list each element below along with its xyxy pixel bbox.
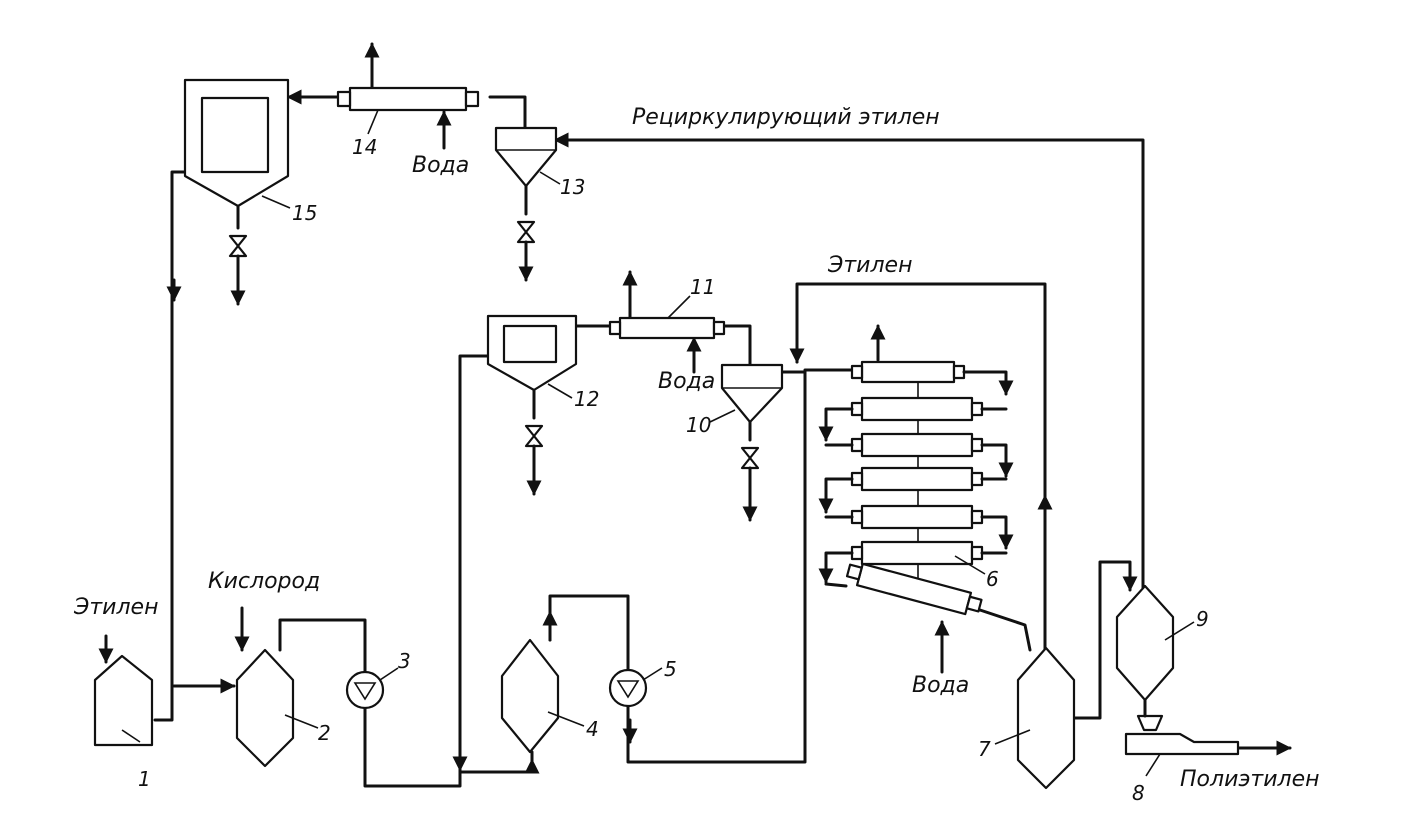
reactor-tube	[850, 396, 984, 422]
leader-7	[994, 729, 1031, 745]
cooler-14-flange	[464, 90, 480, 108]
leader-4	[547, 711, 585, 727]
separator-9	[1115, 584, 1175, 702]
label-polyethylene: Полиэтилен	[1180, 767, 1320, 792]
leader-8	[1145, 753, 1161, 777]
compressor-5	[608, 668, 648, 708]
mixer-4	[500, 638, 560, 754]
cyclone-10	[720, 363, 784, 424]
extruder-8	[1124, 732, 1240, 756]
u-bend	[824, 582, 848, 588]
pipe-2-to-3	[278, 618, 367, 674]
feed-arrows	[98, 42, 950, 674]
ethylene-line-7-to-10	[795, 282, 1047, 652]
compressor-3-symbol	[353, 682, 377, 701]
reactor-6	[818, 360, 1014, 616]
pipelines	[153, 89, 1292, 788]
u-bend	[980, 443, 1014, 478]
number-12: 12	[574, 387, 599, 411]
leader-6	[954, 555, 986, 575]
number-4: 4	[586, 717, 599, 741]
cooler-11-flange	[712, 320, 726, 336]
cooler-11	[618, 316, 716, 340]
leader-13	[539, 171, 561, 185]
leader-9	[1164, 621, 1195, 641]
leader-3	[379, 667, 399, 681]
leader-2	[284, 714, 319, 729]
receiver-15-window	[200, 96, 270, 174]
label-water-6: Вода	[912, 673, 969, 698]
label-water-11: Вода	[658, 369, 715, 394]
cyclone-13	[494, 126, 558, 188]
receiver-12-window	[502, 324, 558, 364]
compressor-5-symbol	[616, 680, 640, 699]
valve-10	[740, 446, 760, 470]
pipe-12-to-bottom	[458, 354, 490, 774]
number-9: 9	[1196, 607, 1209, 631]
label-oxygen: Кислород	[208, 569, 320, 594]
valve-15	[228, 234, 248, 258]
number-10: 10	[686, 413, 711, 437]
number-1: 1	[138, 767, 151, 791]
number-13: 13	[560, 175, 585, 199]
tank-1	[93, 654, 154, 747]
hopper-8	[1136, 714, 1164, 732]
leader-1	[121, 729, 141, 743]
cooler-14	[348, 86, 468, 112]
reactor-tube	[850, 504, 984, 530]
mixer-2	[235, 648, 295, 768]
u-bend	[818, 407, 854, 442]
pipe-13-to-14	[488, 95, 527, 130]
valve-13	[516, 220, 536, 244]
label-recycle-ethylene: Рециркулирующий этилен	[632, 105, 940, 130]
number-11: 11	[690, 275, 715, 299]
number-15: 15	[292, 201, 317, 225]
separator-7	[1016, 646, 1076, 790]
number-7: 7	[978, 737, 991, 761]
number-8: 8	[1132, 781, 1145, 805]
u-bend	[818, 477, 854, 514]
pipe-10-to-11	[723, 324, 752, 367]
cooler-14-flange	[336, 90, 352, 108]
number-5: 5	[664, 657, 677, 681]
compressor-3	[345, 670, 385, 710]
leader-10	[709, 409, 736, 423]
valve-12	[524, 424, 544, 448]
reactor-tube	[850, 360, 966, 384]
leader-14	[367, 109, 379, 135]
number-3: 3	[398, 649, 411, 673]
leader-15	[261, 195, 291, 209]
reactor-tube	[850, 432, 984, 458]
number-6: 6	[986, 567, 999, 591]
label-water-14: Вода	[412, 153, 469, 178]
leader-5	[642, 667, 663, 681]
leader-11	[667, 295, 691, 319]
u-bend	[980, 515, 1014, 550]
label-ethylene-mid: Этилен	[827, 253, 912, 278]
pipe-6-to-7	[978, 608, 1032, 652]
pipe-15-to-bottom	[153, 170, 187, 722]
pipe-4-to-5	[548, 594, 630, 672]
reactor-tube	[850, 466, 984, 492]
recycle-ethylene-line	[553, 132, 1145, 592]
cooler-11-flange	[608, 320, 622, 336]
label-ethylene-feed: Этилен	[73, 595, 158, 620]
number-14: 14	[352, 135, 377, 159]
number-2: 2	[318, 721, 331, 745]
reactor-tube-inclined	[845, 562, 983, 616]
u-bend	[818, 551, 854, 584]
u-bend	[962, 370, 1014, 396]
reactor-tube	[850, 540, 984, 566]
leader-12	[547, 383, 573, 399]
